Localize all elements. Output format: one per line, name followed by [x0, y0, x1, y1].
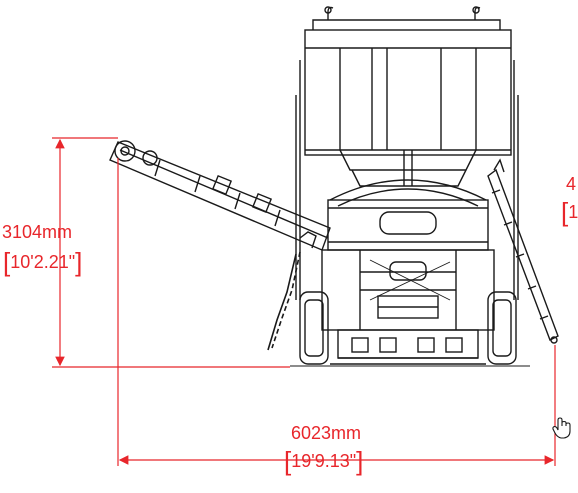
- height-imperial-value: 10'2.21": [10, 252, 76, 272]
- width-imperial-label: [19'9.13"]: [284, 446, 364, 476]
- left-conveyor: [109, 140, 331, 251]
- width-metric-label: 6023mm: [291, 423, 362, 443]
- height-dimension: [52, 137, 290, 368]
- hand-pointer-icon: [552, 417, 571, 439]
- machine-outline: [290, 6, 530, 367]
- right-partial-imperial-value: 1: [568, 202, 578, 222]
- height-imperial-label: [10'2.21"]: [3, 247, 83, 277]
- right-partial-imperial-label: [1: [561, 197, 578, 227]
- right-conveyor: [487, 158, 559, 344]
- right-track: [487, 291, 517, 365]
- width-imperial-value: 19'9.13": [291, 451, 357, 471]
- height-metric-label: 3104mm: [2, 222, 73, 242]
- hopper-box: [304, 29, 512, 156]
- right-partial-metric-label: 4: [566, 174, 577, 194]
- width-dimension: [117, 158, 556, 466]
- left-track: [299, 291, 329, 365]
- left-support-leg: [267, 251, 301, 351]
